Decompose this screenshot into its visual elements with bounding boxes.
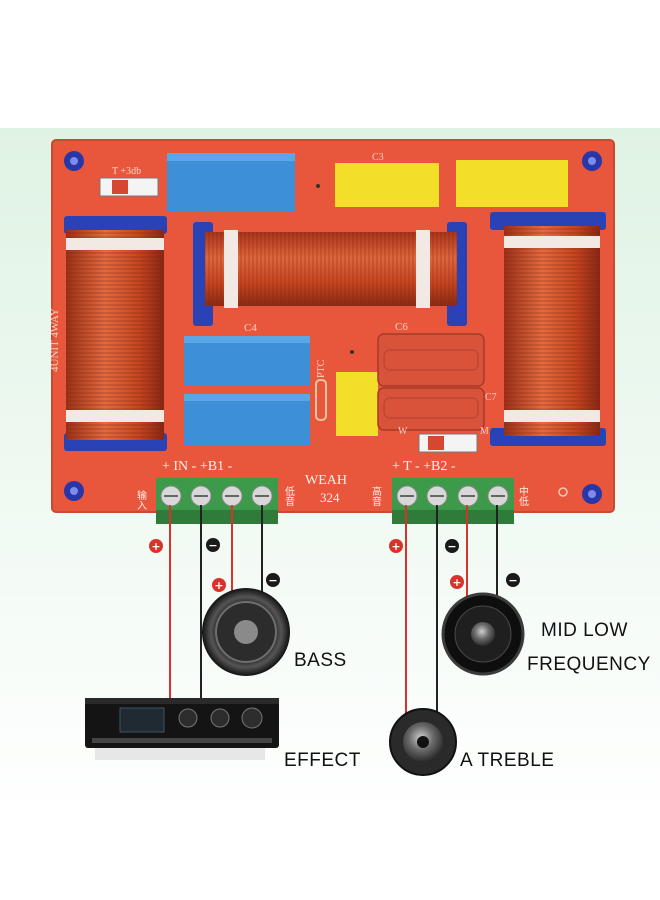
terminal-right-label: + T - +B2 -: [392, 459, 456, 474]
inductor-left: [64, 216, 167, 451]
wm-switch: [418, 433, 478, 453]
switch-label-t: T +3db: [112, 166, 141, 177]
bass-speaker-icon: [202, 588, 290, 676]
svg-text:C3: C3: [372, 152, 384, 163]
frequency-label: FREQUENCY: [527, 654, 651, 675]
wires: [169, 505, 498, 718]
svg-text:C4: C4: [244, 322, 257, 334]
inductor-right: [490, 212, 606, 446]
treble-label: A TREBLE: [460, 750, 555, 771]
svg-text:+: +: [391, 540, 400, 553]
svg-text:低音: 低音: [283, 485, 295, 507]
mid-low-label: MID LOW: [541, 620, 628, 641]
db-switch: [99, 177, 159, 197]
svg-text:中低: 中低: [517, 485, 529, 507]
capacitor-yellow-top-right: [456, 160, 568, 207]
ptc-label: PTC: [316, 359, 327, 378]
treble-tweeter-icon: [389, 708, 457, 776]
svg-text:+: +: [452, 576, 461, 589]
capacitor-c7: [377, 387, 485, 431]
capacitor-c6: [377, 333, 485, 387]
svg-text:高音: 高音: [370, 485, 382, 507]
svg-text:−: −: [508, 574, 517, 587]
board-side-text: 4UNIT 4WAY: [49, 308, 61, 372]
svg-text:输入: 输入: [135, 489, 147, 510]
svg-text:−: −: [447, 540, 456, 553]
svg-text:W: W: [398, 426, 408, 437]
capacitor-c4: [184, 336, 310, 386]
svg-text:M: M: [480, 426, 489, 437]
capacitor-c3: [335, 163, 439, 207]
svg-text:−: −: [208, 539, 217, 552]
brand-text: WEAH: [305, 473, 347, 488]
terminal-left-label: + IN - +B1 -: [162, 459, 233, 474]
capacitor-c2: [167, 153, 295, 211]
capacitor-yellow-small: [336, 372, 378, 436]
svg-text:+: +: [214, 579, 223, 592]
mounting-screw-icon: [64, 151, 602, 504]
mid-low-speaker-icon: [441, 592, 525, 676]
bass-label: BASS: [294, 650, 347, 671]
svg-text:−: −: [268, 574, 277, 587]
inductor-center: [193, 222, 467, 326]
svg-text:C7: C7: [485, 392, 497, 403]
amplifier-icon: [85, 698, 279, 760]
capacitor-c5: [184, 394, 310, 446]
effect-label: EFFECT: [284, 750, 361, 771]
svg-text:C6: C6: [395, 321, 408, 333]
polarity-markers: [149, 538, 520, 592]
svg-text:+: +: [151, 540, 160, 553]
model-text: 324: [320, 490, 340, 505]
